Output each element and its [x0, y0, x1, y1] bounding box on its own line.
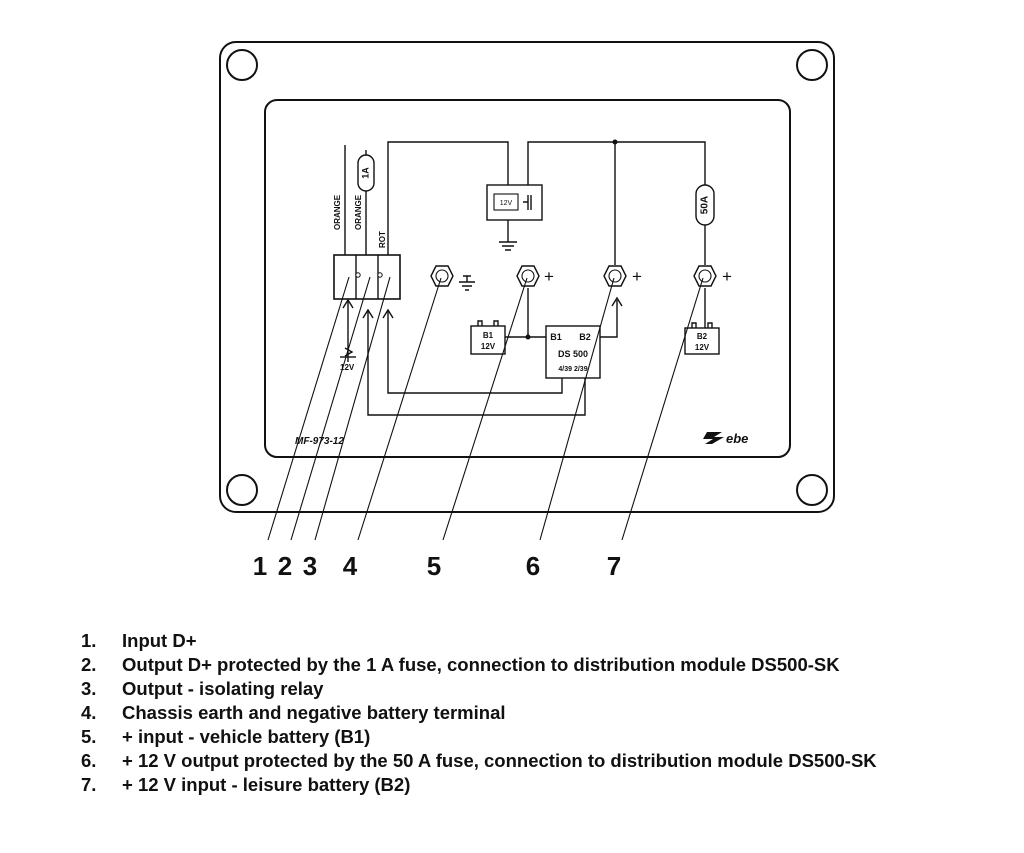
svg-text:B2: B2: [579, 332, 591, 342]
stud-terminal-earth: [430, 265, 475, 291]
mounting-hole-top-left: [226, 49, 258, 81]
mounting-plate: [219, 41, 835, 513]
callout-5: 5: [427, 551, 441, 581]
stud-terminal-output: [603, 265, 627, 287]
callout-2: 2: [278, 551, 292, 581]
svg-text:DS 500: DS 500: [558, 349, 588, 359]
d-plus-voltage-label: 12V: [340, 363, 355, 372]
mounting-hole-bottom-left: [226, 474, 258, 506]
svg-text:B1: B1: [550, 332, 562, 342]
battery-b1: B1 12V: [470, 320, 506, 355]
mounting-hole-top-right: [796, 49, 828, 81]
distribution-module: B1 B2 DS 500 4/39 2/39: [545, 325, 601, 379]
relay: 12V: [486, 184, 543, 221]
part-number: MF-973-12: [295, 436, 344, 447]
legend-number: 4.: [81, 702, 97, 723]
legend-text: Input D+: [122, 630, 197, 651]
legend-number: 6.: [81, 750, 97, 771]
legend-item: 6. + 12 V output protected by the 50 A fu…: [81, 749, 1001, 773]
fuse-50a: 50A: [695, 184, 715, 226]
svg-text:12V: 12V: [695, 343, 710, 352]
mounting-hole-bottom-right: [796, 474, 828, 506]
legend-item: 2. Output D+ protected by the 1 A fuse, c…: [81, 653, 1001, 677]
svg-text:50A: 50A: [700, 196, 711, 214]
callout-7: 7: [607, 551, 621, 581]
callout-4: 4: [343, 551, 358, 581]
stud-terminal-b2: [693, 265, 717, 287]
svg-text:12V: 12V: [500, 200, 513, 207]
junction-dot-bus: [612, 139, 618, 145]
stud-terminal-b1: [516, 265, 540, 287]
legend-number: 3.: [81, 678, 97, 699]
legend-item: 4. Chassis earth and negative battery ter…: [81, 701, 1001, 725]
ebe-logo: ebe: [703, 431, 748, 446]
inner-panel: [264, 99, 791, 458]
plus-sign-b2: +: [722, 267, 732, 286]
svg-text:4/39 2/39: 4/39 2/39: [558, 366, 587, 373]
legend-text: Chassis earth and negative battery termi…: [122, 702, 506, 723]
legend-text: Output - isolating relay: [122, 678, 324, 699]
wire-label-rot: ROT: [378, 231, 387, 248]
callout-leaders: [267, 276, 704, 541]
callout-3: 3: [303, 551, 317, 581]
callout-6: 6: [526, 551, 540, 581]
legend-list: 1. Input D+ 2. Output D+ protected by the …: [81, 629, 1001, 797]
legend-number: 1.: [81, 630, 97, 651]
plus-sign-b1: +: [544, 267, 554, 286]
legend-text: + 12 V output protected by the 50 A fuse…: [122, 750, 877, 771]
legend-item: 7. + 12 V input - leisure battery (B2): [81, 773, 1001, 797]
legend-text: + input - vehicle battery (B1): [122, 726, 371, 747]
legend-item: 5. + input - vehicle battery (B1): [81, 725, 1001, 749]
wire-label-orange-1: ORANGE: [333, 194, 342, 230]
legend-text: + 12 V input - leisure battery (B2): [122, 774, 411, 795]
svg-text:1A: 1A: [360, 167, 370, 179]
junction-dot-b1: [525, 334, 531, 340]
legend-text: Output D+ protected by the 1 A fuse, con…: [122, 654, 840, 675]
svg-text:12V: 12V: [481, 342, 496, 351]
svg-text:ebe: ebe: [726, 431, 748, 446]
fuse-1a: 1A: [357, 154, 375, 192]
callout-1: 1: [253, 551, 267, 581]
svg-text:B2: B2: [697, 332, 708, 341]
legend-number: 7.: [81, 774, 97, 795]
legend-item: 1. Input D+: [81, 629, 1001, 653]
legend-item: 3. Output - isolating relay: [81, 677, 1001, 701]
legend-number: 2.: [81, 654, 97, 675]
plus-sign-output: +: [632, 267, 642, 286]
wiring-diagram: 1A ORANGE ORANGE ROT 12V 50A + +: [219, 41, 835, 581]
battery-b2: B2 12V: [684, 322, 720, 355]
legend-number: 5.: [81, 726, 97, 747]
wire-label-orange-2: ORANGE: [354, 194, 363, 230]
svg-text:B1: B1: [483, 331, 494, 340]
